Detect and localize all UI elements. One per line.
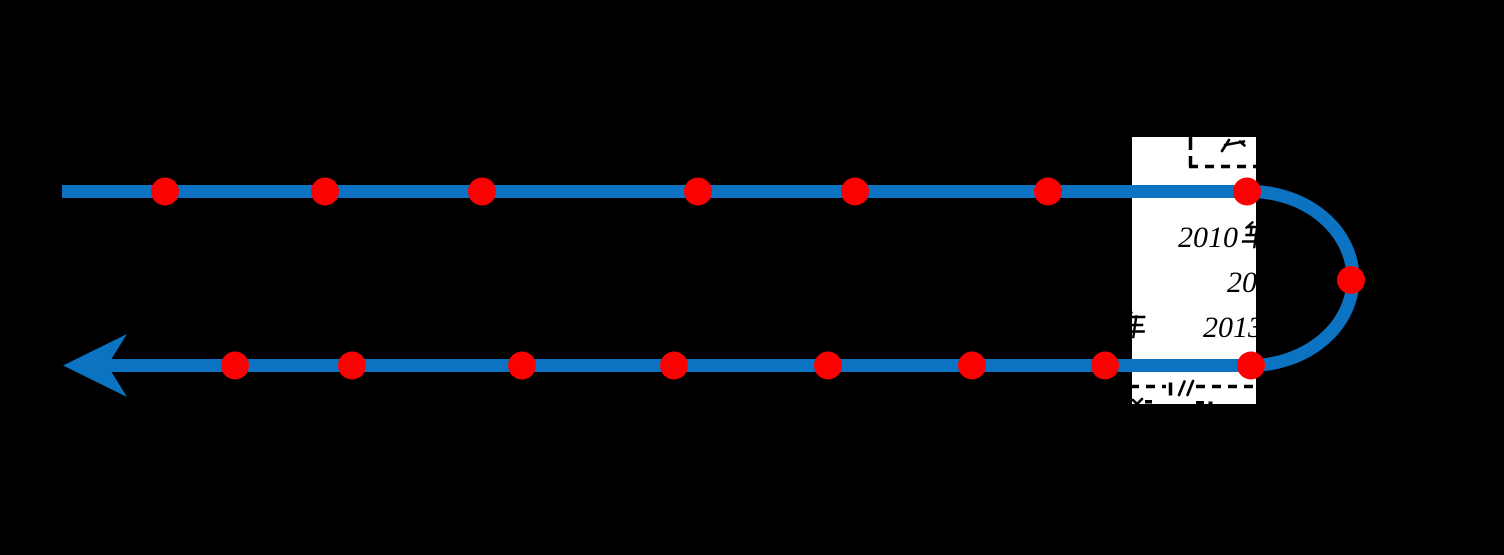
dashed-box-border-bottom <box>1132 379 1256 397</box>
year-label-2013: 2013 <box>1203 311 1256 344</box>
event-dot <box>1233 177 1261 206</box>
year-label-2010: 2010 <box>1178 221 1238 254</box>
event-dot <box>660 351 688 380</box>
character-fragment-top <box>1220 138 1246 153</box>
event-dot <box>508 351 536 380</box>
year-character-line3 <box>1132 310 1146 339</box>
event-dot <box>841 177 869 206</box>
year-character-line1 <box>1241 220 1256 249</box>
event-dot <box>311 177 339 206</box>
event-dot <box>1091 351 1119 380</box>
event-dot <box>1034 177 1062 206</box>
arrowhead-left-icon <box>63 334 127 397</box>
event-dot <box>221 351 249 380</box>
event-dot <box>468 177 496 206</box>
event-dot <box>151 177 179 206</box>
callout-content: 2010 20 2013 <box>1132 137 1256 404</box>
event-dot <box>684 177 712 206</box>
event-dot <box>338 351 366 380</box>
event-dot <box>1237 351 1265 380</box>
character-fragments-bottom <box>1132 397 1213 404</box>
timeline-dots <box>151 177 1365 380</box>
year-label-20: 20 <box>1227 266 1256 299</box>
dashed-box-border-top <box>1188 137 1256 169</box>
event-dot <box>1337 266 1365 294</box>
event-dot <box>814 351 842 380</box>
event-dot <box>958 351 986 380</box>
